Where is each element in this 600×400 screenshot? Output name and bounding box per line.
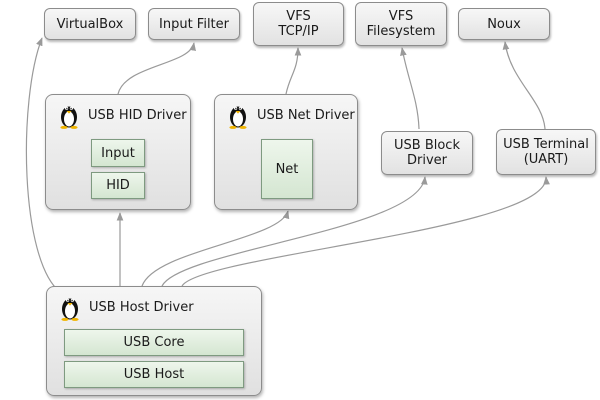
edge-net-to-vfs-tcpip bbox=[285, 47, 302, 95]
usb-terminal-node: USB Terminal (UART) bbox=[496, 129, 596, 175]
tux-penguin-icon bbox=[60, 106, 78, 129]
usb-block-driver-label-line1: USB Block bbox=[394, 138, 460, 153]
virtualbox-node: VirtualBox bbox=[44, 8, 136, 40]
hid-subcomponent: HID bbox=[91, 172, 145, 199]
input-filter-label: Input Filter bbox=[159, 16, 229, 32]
usb-hid-driver-container: USB HID Driver Input HID bbox=[45, 94, 191, 210]
usb-block-driver-label-line2: Driver bbox=[406, 153, 447, 168]
noux-label: Noux bbox=[487, 16, 521, 32]
input-filter-node: Input Filter bbox=[148, 8, 240, 40]
vfs-filesystem-node: VFS Filesystem bbox=[355, 2, 447, 46]
usb-net-driver-title: USB Net Driver bbox=[257, 108, 355, 123]
vfs-tcpip-label-line2: TCP/IP bbox=[278, 24, 319, 39]
usb-terminal-label-line2: (UART) bbox=[523, 152, 569, 167]
net-label: Net bbox=[275, 161, 299, 177]
usb-core-subcomponent: USB Core bbox=[64, 329, 244, 356]
usb-host-label: USB Host bbox=[123, 367, 185, 382]
vfs-filesystem-label-line2: Filesystem bbox=[366, 24, 436, 39]
edge-hid-to-input-filter bbox=[117, 42, 196, 95]
noux-node: Noux bbox=[458, 8, 550, 40]
usb-block-driver-node: USB Block Driver bbox=[381, 131, 473, 175]
edge-host-to-net-driver bbox=[141, 210, 290, 287]
usb-terminal-label-line1: USB Terminal bbox=[503, 137, 589, 152]
input-subcomponent: Input bbox=[91, 139, 145, 167]
usb-host-driver-container: USB Host Driver USB Core USB Host bbox=[46, 286, 262, 396]
edge-terminal-to-noux bbox=[502, 41, 546, 130]
vfs-tcpip-node: VFS TCP/IP bbox=[253, 2, 344, 46]
input-label: Input bbox=[101, 145, 135, 161]
usb-net-driver-container: USB Net Driver Net bbox=[214, 94, 358, 210]
virtualbox-label: VirtualBox bbox=[56, 16, 124, 32]
edge-block-to-vfs-filesystem bbox=[400, 47, 420, 130]
tux-penguin-icon bbox=[229, 106, 247, 129]
usb-hid-driver-title: USB HID Driver bbox=[88, 108, 187, 123]
vfs-tcpip-label-line1: VFS bbox=[286, 9, 311, 24]
usb-core-label: USB Core bbox=[123, 335, 185, 350]
tux-penguin-icon bbox=[61, 298, 79, 321]
vfs-filesystem-label-line1: VFS bbox=[388, 9, 414, 24]
hid-label: HID bbox=[106, 178, 130, 193]
usb-host-subcomponent: USB Host bbox=[64, 361, 244, 388]
usb-host-driver-title: USB Host Driver bbox=[89, 300, 194, 315]
net-subcomponent: Net bbox=[261, 139, 313, 199]
